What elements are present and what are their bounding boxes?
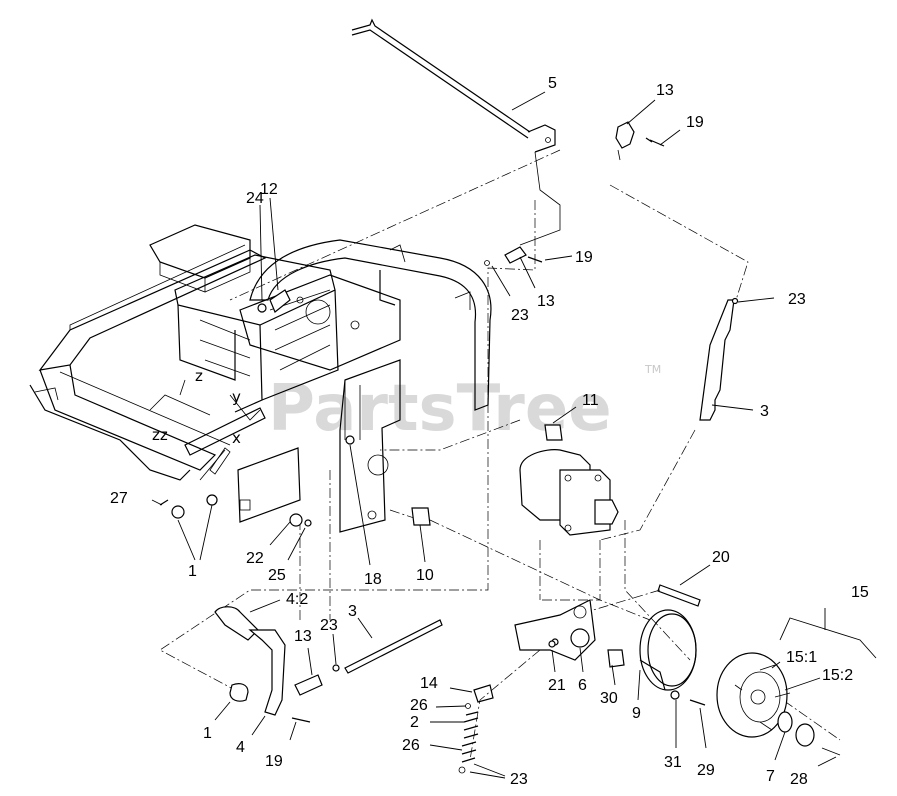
callout-18: 18 xyxy=(364,571,382,588)
small-hardware xyxy=(159,289,706,706)
frame-stamp-zz: zz xyxy=(152,426,168,444)
callout-14: 14 xyxy=(420,675,438,692)
callout-15-1: 15:1 xyxy=(786,649,817,666)
brake-band xyxy=(639,609,697,691)
callout-24: 24 xyxy=(246,190,264,207)
callout-31: 31 xyxy=(664,754,682,771)
callout-25: 25 xyxy=(268,567,286,584)
callout-23: 23 xyxy=(510,771,528,788)
frame-stamp-y: y xyxy=(232,388,241,406)
frame-assembly xyxy=(29,224,492,533)
callout-15: 15 xyxy=(851,584,869,601)
callout-30: 30 xyxy=(600,690,618,707)
callout-29: 29 xyxy=(697,762,715,779)
callout-28: 28 xyxy=(790,771,808,788)
clevis-middle xyxy=(484,246,543,266)
callout-27: 27 xyxy=(110,490,128,507)
callout-9: 9 xyxy=(632,705,641,722)
callout-23: 23 xyxy=(320,617,338,634)
callout-4: 4 xyxy=(236,739,245,756)
clevis-top xyxy=(615,121,665,161)
callout-26: 26 xyxy=(410,697,428,714)
callout-22: 22 xyxy=(246,550,264,567)
callout-19: 19 xyxy=(686,114,704,131)
spring xyxy=(458,684,494,774)
assembly-centerlines xyxy=(159,149,841,761)
frame-stamp-z: z xyxy=(195,367,203,385)
callout-21: 21 xyxy=(548,677,566,694)
callout-1: 1 xyxy=(188,563,197,580)
brake-arm xyxy=(514,599,625,668)
callout-3: 3 xyxy=(348,603,357,620)
callout-12: 12 xyxy=(260,181,278,198)
callout-15-2: 15:2 xyxy=(822,667,853,684)
callout-26: 26 xyxy=(402,737,420,754)
callout-3: 3 xyxy=(760,403,769,420)
callout-20: 20 xyxy=(712,549,730,566)
callout-1: 1 xyxy=(203,725,212,742)
drive-motor xyxy=(411,424,701,607)
callout-7: 7 xyxy=(766,768,775,785)
watermark-trademark: TM xyxy=(644,363,661,376)
callout-10: 10 xyxy=(416,567,434,584)
callout-23: 23 xyxy=(788,291,806,308)
callout-13: 13 xyxy=(656,82,674,99)
control-cable-right xyxy=(699,297,739,421)
callout-5: 5 xyxy=(548,75,557,92)
callout-19: 19 xyxy=(575,249,593,266)
callout-leaders xyxy=(151,91,877,779)
wheel-hub xyxy=(716,652,841,756)
callout-19: 19 xyxy=(265,753,283,770)
callout-4-2: 4:2 xyxy=(286,591,308,608)
frame-stamp-x: x xyxy=(232,429,241,447)
control-rod-5 xyxy=(351,18,561,246)
callout-11: 11 xyxy=(582,392,599,409)
callout-13: 13 xyxy=(294,628,312,645)
frame-stamps: z y zz x xyxy=(152,367,241,447)
callout-13: 13 xyxy=(537,293,555,310)
lever-assembly xyxy=(214,606,443,723)
callout-2: 2 xyxy=(410,714,419,731)
callout-23: 23 xyxy=(511,307,529,324)
callout-labels: 5 13 19 24 12 19 23 13 23 11 3 27 1 22 2… xyxy=(110,75,869,788)
callout-6: 6 xyxy=(578,677,587,694)
